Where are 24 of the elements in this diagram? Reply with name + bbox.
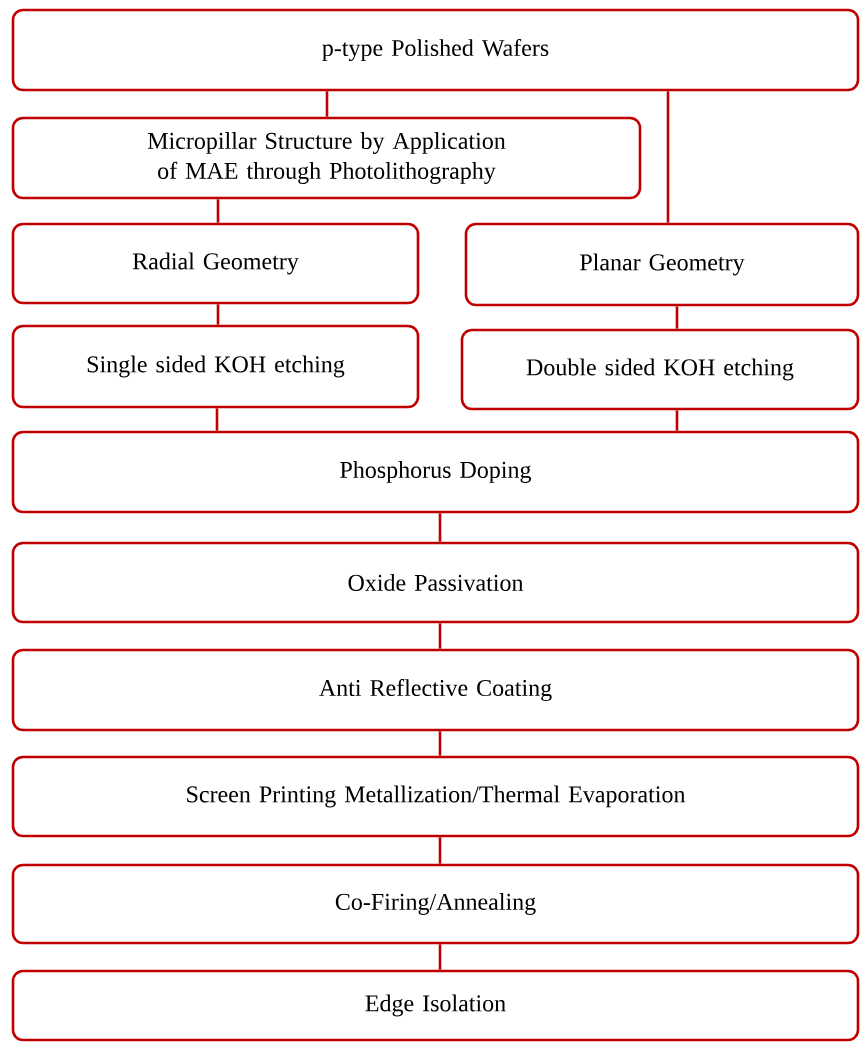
connector-line — [215, 408, 219, 431]
connector-line — [438, 731, 442, 756]
connector-line — [325, 91, 329, 117]
process-box: Single sided KOH etching — [11, 324, 420, 409]
connector-line — [216, 199, 220, 223]
process-box: Planar Geometry — [464, 222, 860, 307]
connector-line — [438, 623, 442, 649]
connector-line — [666, 91, 670, 223]
process-box: p-type Polished Wafers — [11, 8, 860, 92]
process-box: Anti Reflective Coating — [11, 648, 860, 732]
process-box: Double sided KOH etching — [460, 328, 860, 411]
connector-line — [438, 837, 442, 864]
process-box: Micropillar Structure by Application of MAE through Photolithography — [11, 116, 642, 200]
connector-line — [216, 304, 220, 325]
process-box: Oxide Passivation — [11, 541, 860, 624]
connector-line — [438, 944, 442, 970]
process-box: Edge Isolation — [11, 969, 860, 1042]
process-box: Phosphorus Doping — [11, 430, 860, 514]
process-box: Screen Printing Metallization/Thermal Evaporation — [11, 755, 860, 838]
connector-line — [438, 513, 442, 542]
connector-line — [675, 306, 679, 329]
connector-line — [675, 410, 679, 431]
process-box: Co-Firing/Annealing — [11, 863, 860, 945]
process-box: Radial Geometry — [11, 222, 420, 305]
